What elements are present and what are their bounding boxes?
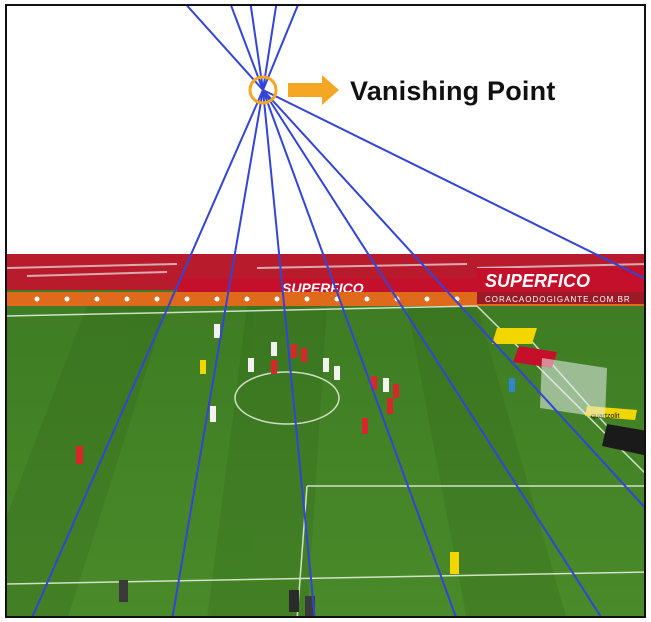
sponsor-banner-right bbox=[477, 268, 644, 292]
ad-board-url: CORACAODOGIGANTE.COM.BR bbox=[485, 295, 631, 304]
vanishing-point-diagram: SUPERFICO SUPERFICO CORACAODOGIGANTE.COM… bbox=[7, 6, 644, 616]
players bbox=[76, 324, 515, 616]
soccer-photo: SUPERFICO SUPERFICO CORACAODOGIGANTE.COM… bbox=[7, 254, 644, 616]
vanishing-line bbox=[262, 6, 278, 91]
vanishing-line bbox=[262, 89, 644, 280]
pitch-stripes bbox=[7, 306, 566, 616]
vanishing-line bbox=[171, 89, 264, 616]
right-arrow-icon bbox=[288, 75, 339, 105]
sponsor-banner-center bbox=[177, 278, 477, 296]
vanishing-line bbox=[262, 89, 644, 509]
vanishing-line bbox=[262, 89, 602, 616]
ad-board-url-panel bbox=[477, 292, 644, 304]
vanishing-point-marker bbox=[248, 75, 278, 105]
vanishing-line bbox=[186, 6, 264, 91]
vanishing-line bbox=[230, 6, 264, 91]
quartzolit-text: quartzolit bbox=[591, 413, 619, 420]
vanishing-line bbox=[31, 89, 264, 616]
sponsor-banner-right-text: SUPERFICO bbox=[485, 271, 590, 291]
vanishing-line bbox=[262, 89, 457, 616]
vanishing-line bbox=[262, 6, 299, 91]
vanishing-line bbox=[262, 89, 316, 616]
stand-seat-rows bbox=[7, 263, 644, 277]
vanishing-point-label: Vanishing Point bbox=[350, 76, 556, 106]
image-frame: SUPERFICO SUPERFICO CORACAODOGIGANTE.COM… bbox=[5, 4, 646, 618]
vanishing-line bbox=[249, 6, 264, 91]
vanishing-lines bbox=[31, 6, 644, 616]
goal-net bbox=[540, 358, 607, 418]
